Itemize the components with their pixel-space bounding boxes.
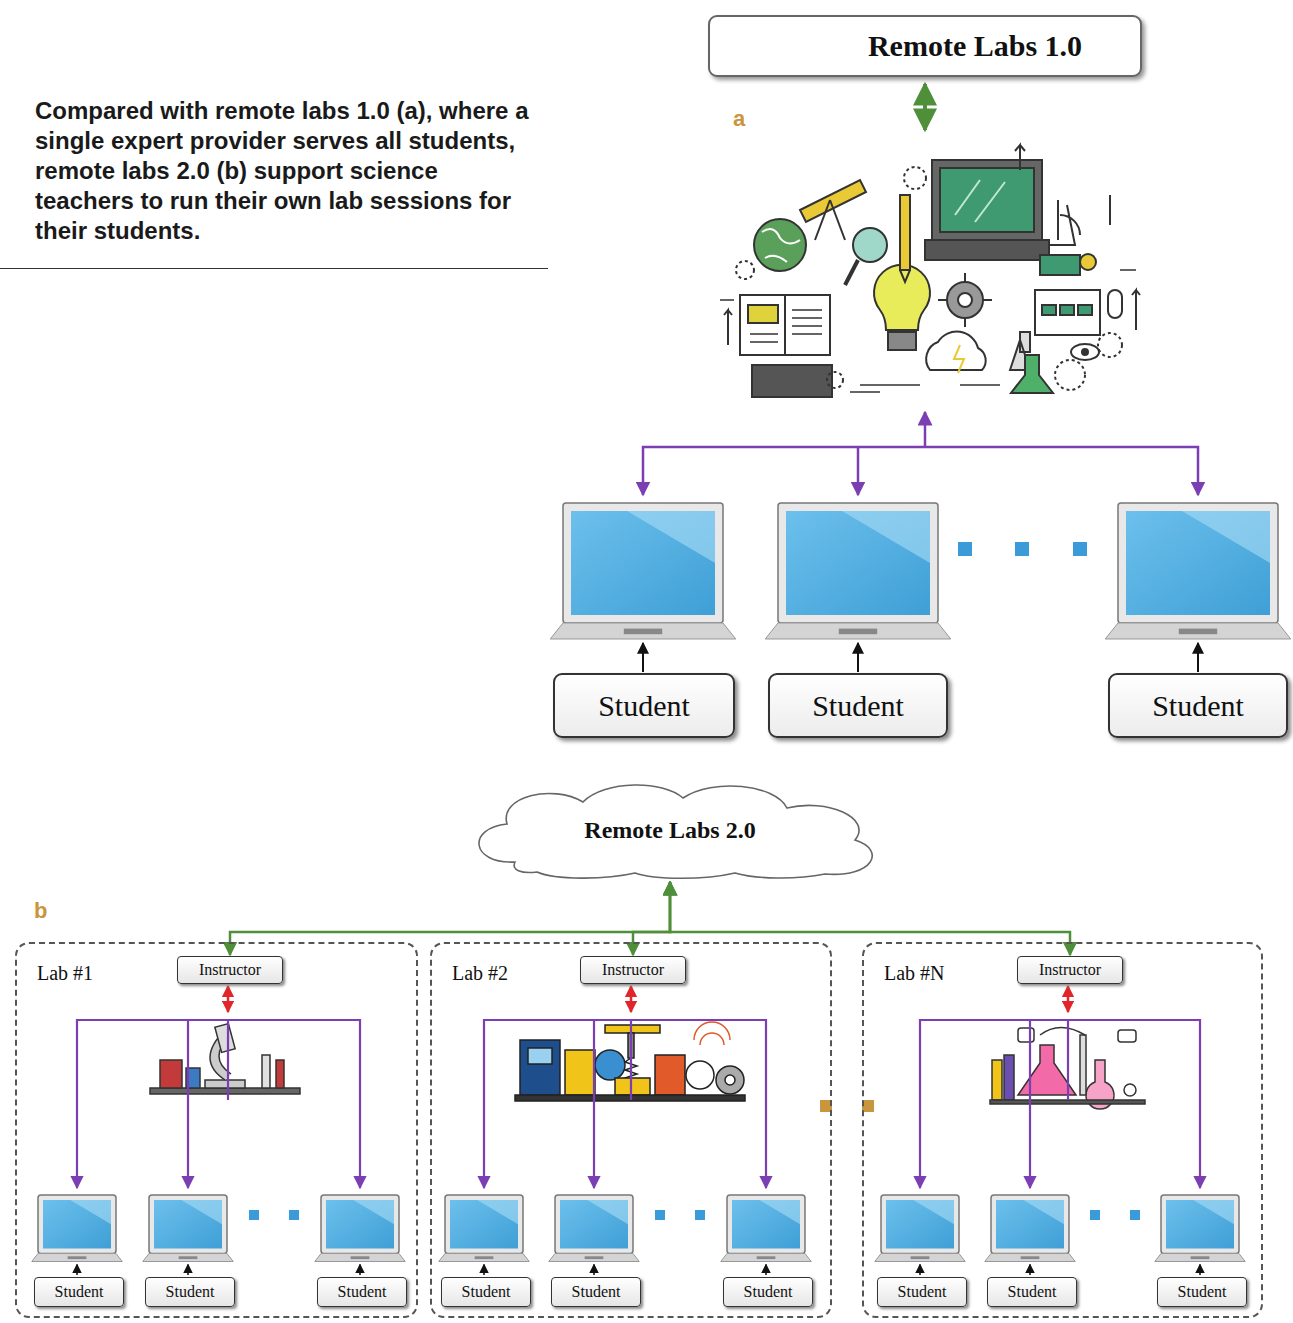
student-box: Student <box>768 673 948 738</box>
laptop-icon <box>550 503 736 639</box>
laptops <box>32 503 1291 1262</box>
student-box: Student <box>317 1277 407 1307</box>
laptop-icon <box>315 1195 405 1262</box>
lab-group: Lab #2 InstructorStudent Student Student <box>430 942 832 1318</box>
green-arrow <box>923 84 927 130</box>
student-box: Student <box>1108 673 1288 738</box>
student-box: Student <box>723 1277 813 1307</box>
laptop-icon <box>985 1195 1075 1262</box>
node-text: Student <box>1008 1283 1057 1301</box>
node-text: Student <box>55 1283 104 1301</box>
node-text: Remote Labs 2.0 <box>584 817 755 844</box>
node-text: Student <box>898 1283 947 1301</box>
student-box: Student <box>877 1277 967 1307</box>
instructor-box: Instructor <box>1017 956 1123 984</box>
laptop-icon <box>32 1195 122 1262</box>
figure-caption: Compared with remote labs 1.0 (a), where… <box>0 96 548 269</box>
node-text: Instructor <box>602 961 664 979</box>
student-box: Student <box>1157 1277 1247 1307</box>
student-box: Student <box>34 1277 124 1307</box>
instructor-box: Instructor <box>177 956 283 984</box>
node-text: Student <box>462 1283 511 1301</box>
node-text: Student <box>338 1283 387 1301</box>
purple-arrows <box>643 412 1198 495</box>
cloud-node: Remote Labs 2.0 <box>455 780 885 880</box>
laptop-icon <box>143 1195 233 1262</box>
green-connector <box>633 882 670 955</box>
student-box: Student <box>987 1277 1077 1307</box>
laptop-icon <box>875 1195 965 1262</box>
lab-arrows <box>77 986 1200 1275</box>
node-text: Student <box>744 1283 793 1301</box>
lab-group: Lab #1 InstructorStudent Student Student <box>15 942 418 1318</box>
node-text: Lab #2 <box>452 962 508 985</box>
lab-group: Lab #N InstructorStudent Student Student <box>862 942 1263 1318</box>
laptop-icon <box>1105 503 1291 639</box>
student-box: Student <box>551 1277 641 1307</box>
instructor-box: Instructor <box>580 956 686 984</box>
node-text: Student <box>1152 689 1244 723</box>
science-illustration <box>720 145 1140 397</box>
title-box: Remote Labs 1.0 <box>708 15 1142 77</box>
laptop-icon <box>1155 1195 1245 1262</box>
node-text: Student <box>1178 1283 1227 1301</box>
node-text: Lab #N <box>884 962 945 985</box>
student-box: Student <box>441 1277 531 1307</box>
node-text: Instructor <box>1039 961 1101 979</box>
node-text: Student <box>166 1283 215 1301</box>
green-connector <box>670 882 1070 955</box>
node-text: Lab #1 <box>37 962 93 985</box>
student-box: Student <box>145 1277 235 1307</box>
node-text: Instructor <box>199 961 261 979</box>
laptop-icon <box>549 1195 639 1262</box>
node-text: Student <box>598 689 690 723</box>
node-text: Student <box>572 1283 621 1301</box>
panel-label: a <box>733 106 745 132</box>
node-text: Remote Labs 1.0 <box>868 29 1082 63</box>
laptop-icon <box>439 1195 529 1262</box>
microscope-illustration <box>150 1024 300 1094</box>
panel-label: b <box>34 898 47 924</box>
green-connector <box>230 882 670 955</box>
student-box: Student <box>553 673 735 738</box>
node-text: Student <box>812 689 904 723</box>
laptop-icon <box>765 503 951 639</box>
laptop-icon <box>721 1195 811 1262</box>
